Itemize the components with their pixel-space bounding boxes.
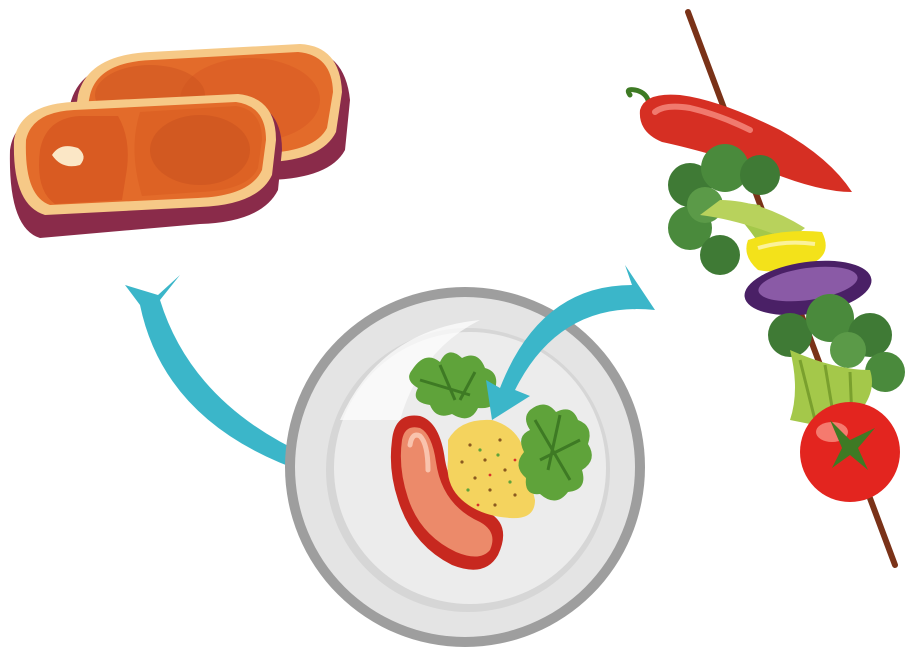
meat-steaks-icon [10,44,350,238]
kebab-icon [628,12,905,565]
